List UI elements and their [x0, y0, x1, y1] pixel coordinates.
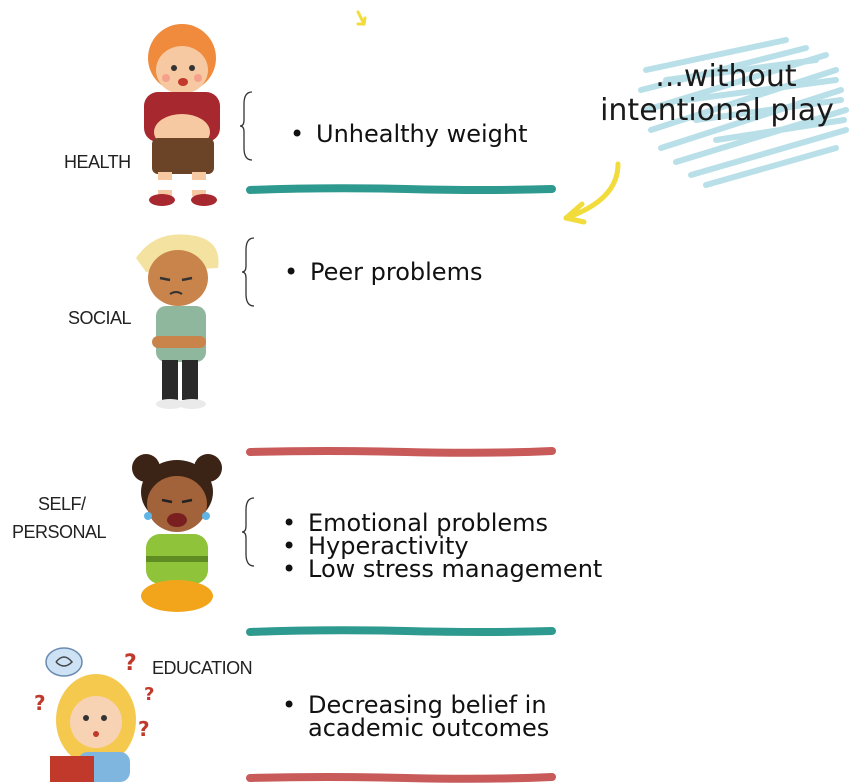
health-bracket: [239, 91, 253, 161]
social-bracket: [241, 237, 255, 307]
list-item: Hyperactivity: [282, 534, 602, 558]
red-divider: [246, 773, 556, 783]
child-personal-icon: [132, 454, 222, 612]
social-list: Peer problems: [284, 260, 482, 284]
social-section: SOCIAL Peer problems: [0, 220, 600, 420]
education-label: EDUCATION: [152, 658, 253, 678]
health-label: HEALTH: [64, 152, 131, 172]
personal-label-line2: PERSONAL: [12, 522, 107, 542]
child-health-icon: [144, 24, 220, 206]
yellow-arrow-icon: [563, 161, 621, 225]
svg-text:?: ?: [34, 691, 46, 715]
list-item: Low stress management: [282, 557, 602, 581]
education-section: ? ? ? ? EDUCATION Decreasing belief in a…: [0, 640, 600, 782]
teal-divider: [246, 626, 556, 636]
health-section: HEALTH Unhealthy weight: [0, 0, 600, 210]
social-label: SOCIAL: [68, 308, 132, 328]
annotation: ...without intentional play: [563, 30, 856, 230]
list-item: Emotional problems: [282, 511, 602, 535]
personal-label-line1: SELF/: [38, 494, 86, 514]
child-social-icon: [136, 234, 219, 409]
small-arrow-icon: [356, 10, 367, 26]
teal-divider: [246, 184, 556, 194]
list-item-continuation: academic outcomes: [308, 714, 550, 742]
child-education-icon: ? ? ? ?: [34, 647, 154, 782]
personal-bracket: [241, 497, 255, 567]
svg-text:?: ?: [124, 651, 137, 676]
health-list: Unhealthy weight: [290, 122, 528, 146]
personal-list: Emotional problems Hyperactivity Low str…: [282, 511, 602, 581]
personal-section: SELF/ PERSONAL Emotional problems Hypera…: [0, 450, 602, 630]
annotation-line2: intentional play: [600, 93, 834, 128]
scribble-background: [638, 37, 849, 188]
red-divider: [246, 447, 556, 457]
list-item: Unhealthy weight: [290, 122, 528, 146]
list-item: Decreasing belief in: [282, 693, 549, 717]
list-item: Peer problems: [284, 260, 482, 284]
svg-text:?: ?: [138, 717, 150, 741]
annotation-line1: ...without: [655, 59, 797, 94]
education-list: Decreasing belief in academic outcomes: [282, 693, 550, 742]
svg-text:?: ?: [144, 684, 154, 705]
